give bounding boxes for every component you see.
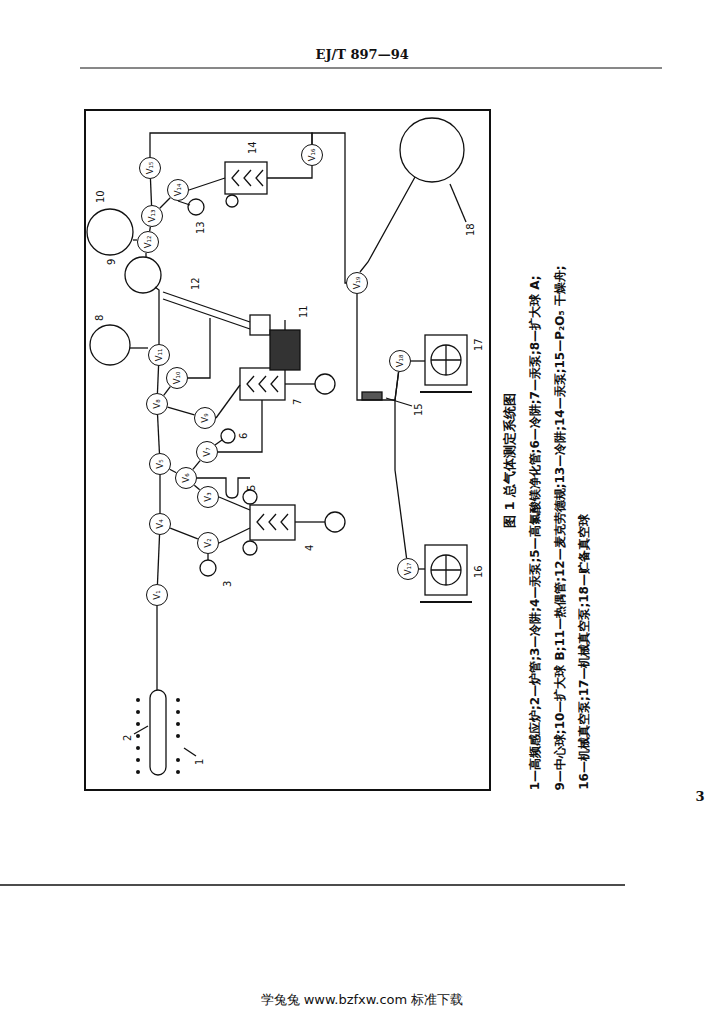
- valve-label: V₁₈: [396, 355, 405, 368]
- pipe-connector: [158, 415, 160, 453]
- callout-number: 14: [246, 141, 258, 154]
- pipe-connector: [164, 387, 171, 396]
- valve-label: V₇: [203, 447, 212, 456]
- valve-symbol: V₁: [146, 584, 168, 606]
- valve-symbol: V₁₄: [167, 179, 189, 201]
- valve-label: V₁₀: [173, 372, 182, 385]
- valve-symbol: V₁₉: [346, 272, 368, 294]
- callout-number: 7: [292, 399, 304, 405]
- callout-number: 5: [246, 485, 258, 491]
- valve-symbol: V₆: [175, 467, 197, 489]
- key-line: 9—中心球;10—扩大球 B;11—热偶管;12—麦克劳德规;13—冷阱;14—…: [553, 265, 567, 790]
- pipe-connector: [157, 366, 158, 393]
- pipe-connector: [160, 475, 161, 513]
- valve-label: V₅: [156, 459, 165, 468]
- valve-label: V₄: [156, 519, 165, 528]
- valve-label: V₁₄: [174, 184, 183, 197]
- callout-number: 11: [297, 305, 309, 318]
- valve-label: V₃: [204, 492, 213, 501]
- callout-number: 6: [238, 433, 250, 439]
- valve-symbol: V₉: [194, 407, 216, 429]
- valve-symbol: V₁₀: [166, 367, 188, 389]
- valve-label: V₆: [182, 473, 191, 482]
- callout-number: 2: [122, 735, 134, 741]
- valve-label: V₁₉: [353, 277, 362, 290]
- callout-number: 1: [194, 759, 206, 765]
- callout-number: 3: [222, 581, 234, 587]
- key-line: 1—高频感应炉;2—炉管;3—冷阱;4—汞泵;5—高氯酸镁净化管;6—冷阱;7—…: [528, 275, 542, 790]
- pipe-connector: [357, 294, 399, 400]
- valve-label: V₂: [204, 538, 213, 547]
- valve-label: V₁₃: [148, 210, 157, 223]
- pipe-connector: [193, 461, 200, 470]
- valve-label: V₉: [201, 413, 210, 422]
- callout-number: 4: [304, 545, 316, 551]
- callout-number: 18: [464, 223, 476, 236]
- callout-number: 8: [94, 315, 106, 321]
- valve-symbol: V₁₆: [301, 144, 323, 166]
- valve-label: V₁₆: [308, 149, 317, 162]
- valve-label: V₈: [153, 399, 162, 408]
- callout-number: 9: [106, 259, 118, 265]
- callout-number: 17: [472, 338, 484, 351]
- valve-symbol: V₄: [149, 513, 171, 535]
- key-line: 16—机械真空泵;17—机械真空泵;18—贮备真空球: [578, 514, 592, 790]
- valve-symbol: V₁₈: [389, 350, 411, 372]
- callout-number: 15: [412, 403, 424, 416]
- standard-number: EJ/T 897—94: [316, 48, 409, 63]
- pipe-connector: [170, 528, 198, 539]
- valve-label: V₁₁: [155, 349, 164, 362]
- valve-symbol: V₂: [197, 532, 219, 554]
- figure-caption: 图 1 总气体测定系统图: [503, 392, 518, 527]
- callout-number: 16: [472, 565, 484, 578]
- valve-label: V₁₂: [144, 236, 153, 249]
- valve-symbol: V₃: [197, 486, 219, 508]
- valve-symbol: V₁₇: [397, 558, 419, 580]
- pipe-connector: [157, 535, 159, 584]
- callout-number: 13: [194, 221, 206, 234]
- callout-number: 10: [94, 190, 106, 203]
- pipe-connector: [160, 198, 170, 208]
- page-number: 3: [696, 790, 705, 805]
- valve-symbol: V₁₂: [137, 231, 159, 253]
- valve-symbol: V₇: [196, 441, 218, 463]
- pipe-connector: [150, 133, 312, 157]
- callout-number: 12: [189, 277, 201, 290]
- valve-symbol: V₁₁: [148, 344, 170, 366]
- valve-label: V₁: [153, 590, 162, 599]
- pipe-connector: [150, 179, 151, 205]
- valve-symbol: V₁₃: [141, 205, 163, 227]
- valve-symbol: V₁₅: [139, 157, 161, 179]
- watermark: 学兔兔 www.bzfxw.com 标准下载: [261, 993, 464, 1008]
- valve-symbol: V₈: [146, 393, 168, 415]
- pipe-connector: [395, 372, 407, 558]
- valve-label: V₁₅: [146, 162, 155, 175]
- pipe-connector: [168, 407, 195, 415]
- valve-label: V₁₇: [404, 563, 413, 576]
- valve-symbol: V₅: [149, 453, 171, 475]
